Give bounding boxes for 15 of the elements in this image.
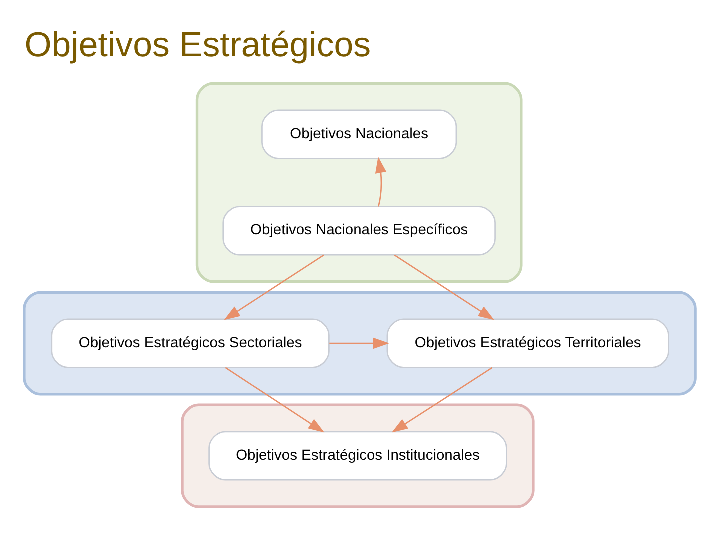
arrow <box>330 337 390 349</box>
cluster <box>196 82 523 283</box>
cluster <box>181 403 535 508</box>
node-box: Objetivos Estratégicos Sectoriales <box>51 318 330 368</box>
arrow <box>394 254 494 320</box>
arrow <box>224 254 324 320</box>
arrow <box>375 156 387 206</box>
diagram-title: Objetivos Estratégicos <box>24 25 372 64</box>
node-box: Objetivos Nacionales Específicos <box>222 206 496 256</box>
cluster <box>23 290 697 396</box>
arrow <box>392 366 493 432</box>
arrow <box>225 366 325 432</box>
node-box: Objetivos Nacionales <box>262 109 458 159</box>
node-box: Objetivos Estratégicos Territoriales <box>386 318 670 368</box>
node-box: Objetivos Estratégicos Institucionales <box>208 430 508 480</box>
